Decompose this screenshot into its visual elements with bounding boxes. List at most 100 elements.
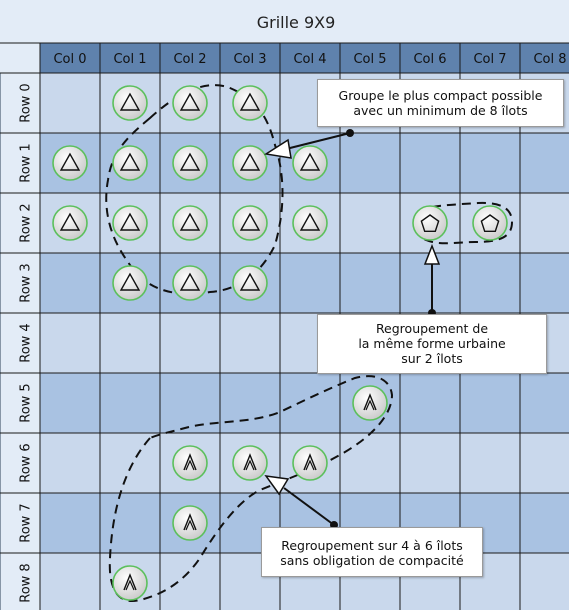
chevron-icon <box>183 513 197 531</box>
loose-callout-line-1: Regroupement sur 4 à 6 îlots <box>281 538 463 553</box>
row-header-label: Row 6 <box>19 443 34 482</box>
same-shape-arrowhead <box>423 243 441 265</box>
grid-cell <box>40 73 100 133</box>
compact-callout-line-1: Groupe le plus compact possible <box>338 88 543 103</box>
triangle-icon <box>179 92 201 111</box>
grid-cell <box>40 313 100 373</box>
triangle-marker <box>112 145 148 181</box>
grid-cell <box>220 313 280 373</box>
same-shape-callout: Regroupement de la même forme urbaine su… <box>317 314 547 374</box>
grid-cell <box>400 133 460 193</box>
grid-title: Grille 9X9 <box>257 13 336 32</box>
triangle-marker <box>232 145 268 181</box>
triangle-icon <box>179 272 201 291</box>
grid-cell <box>100 313 160 373</box>
chevron-marker <box>352 385 388 421</box>
chevron-marker <box>232 445 268 481</box>
grid-cell <box>40 553 100 610</box>
grid-cell <box>100 373 160 433</box>
chevron-marker <box>172 445 208 481</box>
column-header-label: Col 8 <box>533 52 566 67</box>
row-header-label: Row 7 <box>19 503 34 542</box>
row-header-label: Row 8 <box>19 563 34 602</box>
triangle-marker <box>112 265 148 301</box>
grid-cell <box>520 493 569 553</box>
row-header-cell <box>0 552 41 610</box>
column-header-label: Col 4 <box>293 52 326 67</box>
compact-arrowhead <box>263 138 292 159</box>
grid-cell <box>520 433 569 493</box>
triangle-icon <box>59 212 81 231</box>
grid-cell <box>520 193 569 253</box>
compact-group-callout: Groupe le plus compact possible avec un … <box>317 79 564 127</box>
triangle-icon <box>239 272 261 291</box>
grid-cell <box>460 133 520 193</box>
grid-cell <box>220 373 280 433</box>
triangle-icon <box>59 152 81 171</box>
chevron-icon <box>303 453 317 471</box>
same-shape-callout-line-3: sur 2 îlots <box>401 351 463 366</box>
triangle-icon <box>119 212 141 231</box>
triangle-icon <box>239 92 261 111</box>
triangle-marker <box>172 85 208 121</box>
grid-cell <box>100 493 160 553</box>
markers <box>52 85 508 601</box>
triangle-icon <box>119 152 141 171</box>
column-header-label: Col 2 <box>173 52 206 67</box>
grid-cell <box>460 433 520 493</box>
triangle-marker <box>172 145 208 181</box>
grid-cell <box>340 133 400 193</box>
triangle-marker <box>172 205 208 241</box>
triangle-marker <box>292 145 328 181</box>
compact-callout-line-2: avec un minimum de 8 îlots <box>353 103 528 118</box>
column-header-label: Col 6 <box>413 52 446 67</box>
triangle-marker <box>112 85 148 121</box>
triangle-icon <box>239 212 261 231</box>
grid-cell <box>400 433 460 493</box>
chevron-icon <box>243 453 257 471</box>
column-header-cell <box>279 42 341 74</box>
grid-cell <box>280 373 340 433</box>
row-header-cell <box>0 252 41 314</box>
row-header-cell <box>0 192 41 254</box>
grid-cell <box>40 253 100 313</box>
column-header-label: Col 5 <box>353 52 386 67</box>
triangle-icon <box>179 212 201 231</box>
loose-arrow-line <box>283 487 335 526</box>
pentagon-icon <box>480 214 500 233</box>
loose-group-outline <box>108 375 394 602</box>
row-header-label: Row 2 <box>19 203 34 242</box>
chevron-marker <box>172 505 208 541</box>
grid-cell <box>520 133 569 193</box>
chevron-icon <box>363 393 377 411</box>
triangle-marker <box>292 205 328 241</box>
column-header-label: Col 1 <box>113 52 146 67</box>
triangle-icon <box>299 152 321 171</box>
loose-callout-line-2: sans obligation de compacité <box>280 553 464 568</box>
grid-cell <box>340 433 400 493</box>
grid-cell <box>160 313 220 373</box>
grid-cell <box>280 253 340 313</box>
triangle-icon <box>119 272 141 291</box>
row-header-label: Row 1 <box>19 143 34 182</box>
chevron-marker <box>292 445 328 481</box>
row-header-label: Row 0 <box>19 83 34 122</box>
grid-cell <box>340 193 400 253</box>
pentagon-icon <box>420 214 440 233</box>
triangle-icon <box>179 152 201 171</box>
triangle-marker <box>232 205 268 241</box>
same-shape-callout-line-2: la même forme urbaine <box>358 336 506 351</box>
triangle-marker <box>172 265 208 301</box>
title-bar <box>0 0 569 43</box>
triangle-marker <box>232 85 268 121</box>
grid-cell <box>160 553 220 610</box>
triangle-icon <box>299 212 321 231</box>
column-header-label: Col 0 <box>53 52 86 67</box>
triangle-marker <box>112 205 148 241</box>
column-header-cell <box>39 42 101 74</box>
triangle-marker <box>52 205 88 241</box>
grid-cell <box>100 433 160 493</box>
row-header-label: Row 3 <box>19 263 34 302</box>
